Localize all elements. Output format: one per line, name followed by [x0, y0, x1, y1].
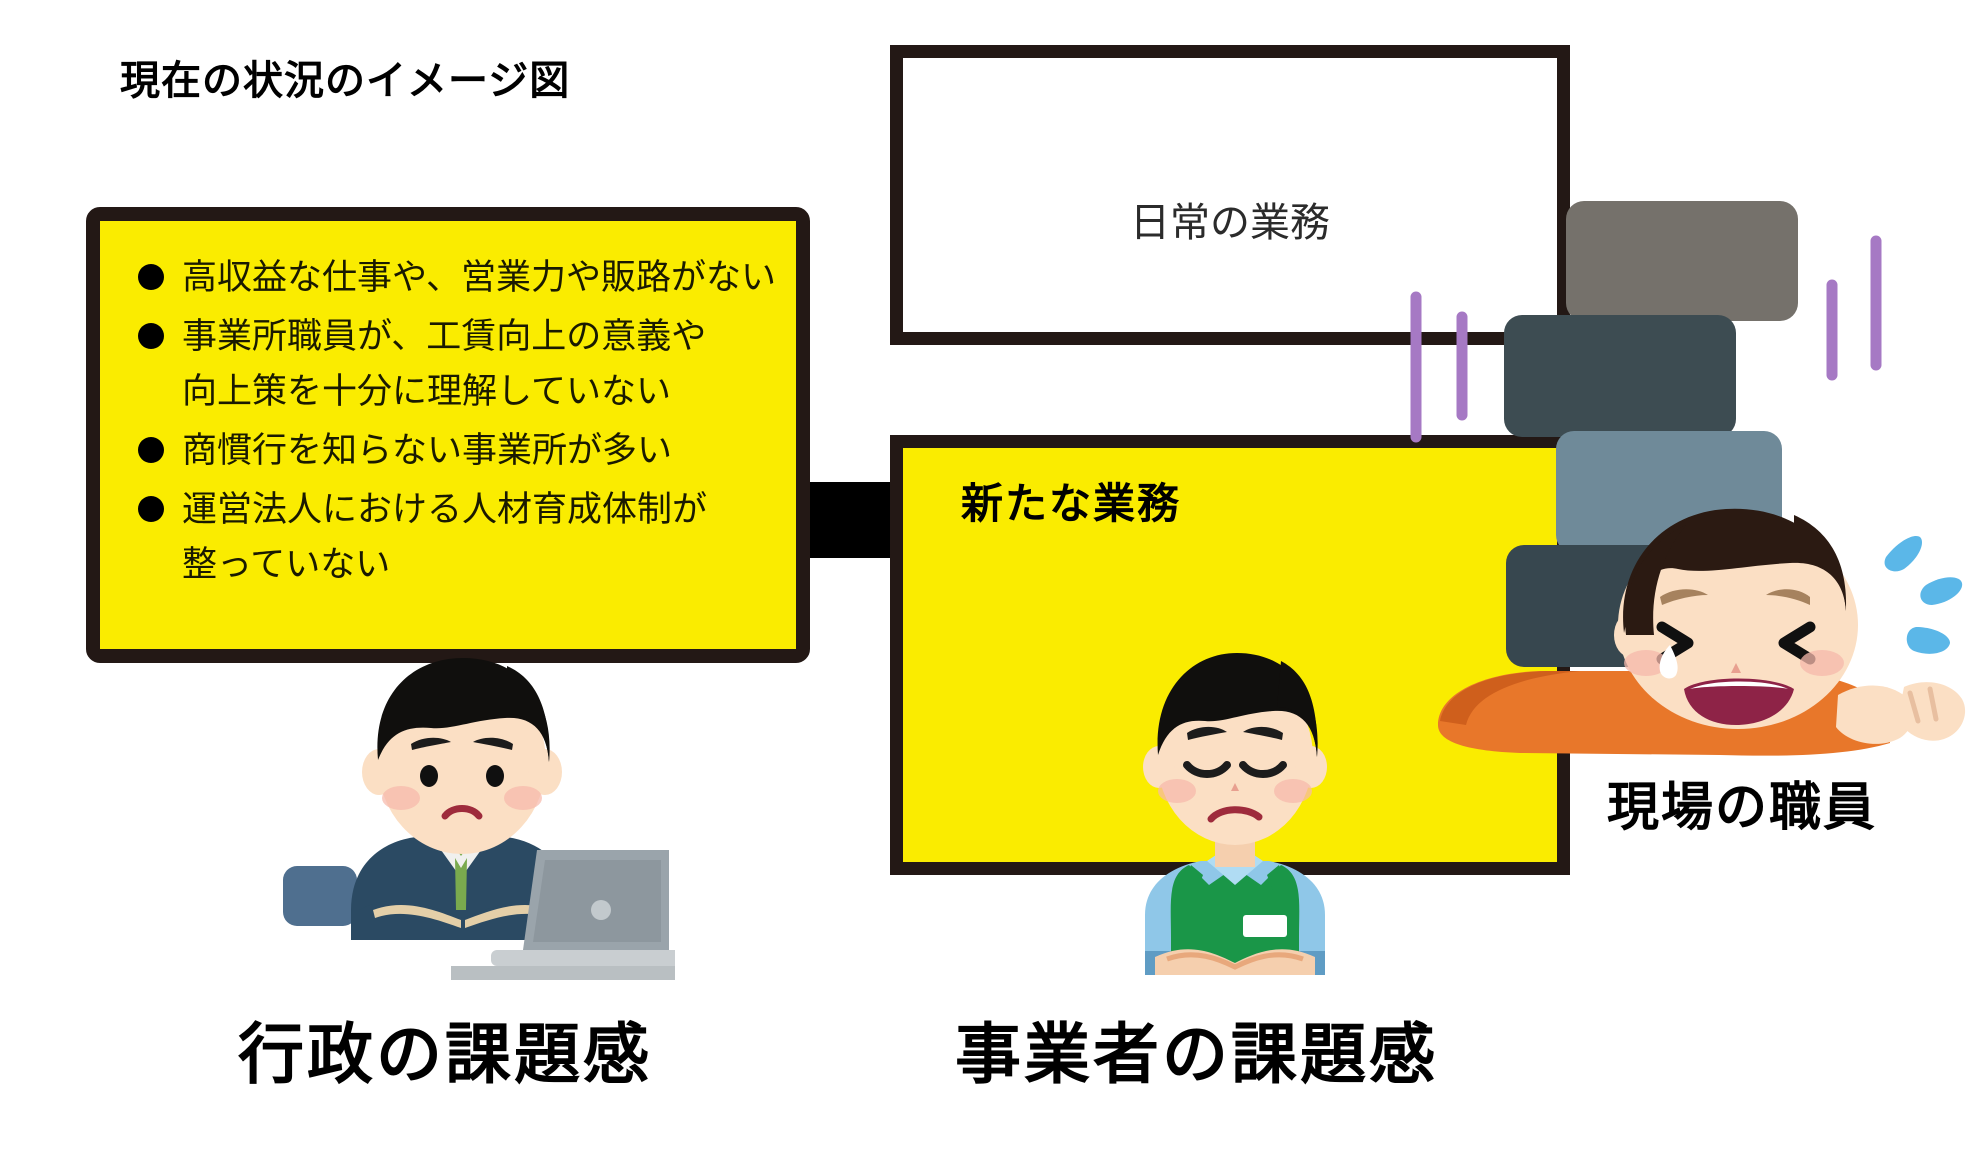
crushed-staff-illustration — [1410, 201, 1966, 756]
worried-businessman-illustration — [283, 658, 675, 980]
admin-issues-list: 高収益な仕事や、営業力や販路がない 事業所職員が、工賃向上の意義や 向上策を十分… — [138, 251, 786, 597]
list-item-text: 運営法人における人材育成体制が 整っていない — [182, 483, 786, 593]
box-top — [1566, 201, 1798, 321]
bullet-icon — [138, 496, 164, 522]
caption-field-staff: 現場の職員 — [1607, 779, 1878, 837]
list-line: 運営法人における人材育成体制が — [182, 490, 708, 530]
daily-work-box: 日常の業務 — [890, 45, 1570, 345]
page-title: 現在の状況のイメージ図 — [120, 59, 571, 103]
list-item: 商慣行を知らない事業所が多い — [138, 424, 786, 479]
stress-lines-left — [1410, 291, 1468, 443]
daily-work-label: 日常の業務 — [1130, 200, 1330, 246]
list-line: 事業所職員が、工賃向上の意義や — [182, 317, 707, 357]
sweat-droplets — [1884, 535, 1963, 654]
caption-admin-issues: 行政の課題感 — [238, 1017, 652, 1091]
admin-issues-box: 高収益な仕事や、営業力や販路がない 事業所職員が、工賃向上の意義や 向上策を十分… — [86, 207, 810, 663]
bullet-icon — [138, 264, 164, 290]
list-item: 高収益な仕事や、営業力や販路がない — [138, 251, 786, 306]
bullet-icon — [138, 437, 164, 463]
stress-lines-right — [1826, 235, 1882, 381]
list-item-text: 事業所職員が、工賃向上の意義や 向上策を十分に理解していない — [182, 310, 786, 420]
new-work-label: 新たな業務 — [961, 480, 1182, 527]
caption-operator-issues: 事業者の課題感 — [955, 1017, 1438, 1091]
list-item: 事業所職員が、工賃向上の意義や 向上策を十分に理解していない — [138, 310, 786, 420]
list-line: 整っていない — [182, 545, 391, 585]
list-item-text: 高収益な仕事や、営業力や販路がない — [182, 251, 786, 306]
sad-worker-illustration — [1143, 653, 1327, 975]
list-item-text: 商慣行を知らない事業所が多い — [182, 424, 786, 479]
list-line: 商慣行を知らない事業所が多い — [182, 431, 673, 471]
list-line: 向上策を十分に理解していない — [182, 372, 671, 412]
bullet-icon — [138, 323, 164, 349]
list-line: 高収益な仕事や、営業力や販路がない — [182, 258, 776, 298]
list-item: 運営法人における人材育成体制が 整っていない — [138, 483, 786, 593]
box-second — [1504, 315, 1736, 437]
